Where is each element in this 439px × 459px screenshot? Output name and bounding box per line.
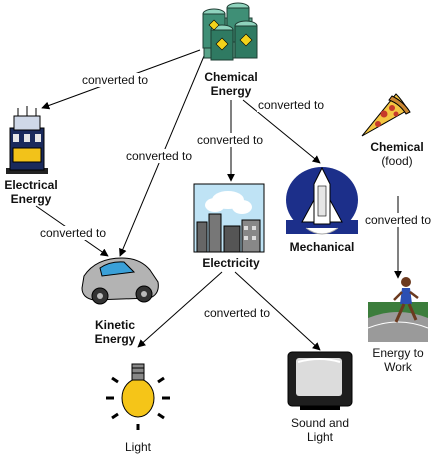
car-icon (81, 257, 159, 305)
pizza-slice-icon (361, 93, 411, 137)
edge-label-chemical-electricity: converted to (196, 133, 265, 147)
node-kinetic-energy-line2: Energy (94, 332, 136, 346)
node-energy-to-work-line1: Energy to (372, 346, 424, 360)
node-kinetic-energy-line1: Kinetic (94, 318, 135, 332)
barrels-icon (202, 2, 258, 61)
node-light-line1: Light (124, 440, 152, 454)
node-electricity: Electricity (196, 256, 266, 270)
node-chemical-energy: Chemical Energy (196, 70, 266, 98)
node-mechanical: Mechanical (284, 240, 360, 254)
node-electrical-energy-line1: Electrical (4, 178, 58, 192)
node-electricity-line1: Electricity (202, 256, 260, 270)
node-chemical-food-line1: Chemical (370, 140, 424, 154)
node-electrical-energy-line2: Energy (10, 192, 52, 206)
power-plant-icon (193, 183, 265, 253)
edge-electricity-light (137, 271, 223, 348)
node-sound-and-light: Sound and Light (280, 416, 360, 444)
edge-chemical-mechanical (242, 99, 321, 164)
node-chemical-food-line2: (food) (381, 154, 413, 168)
node-chemical-energy-line2: Energy (210, 84, 252, 98)
runner-icon (367, 277, 429, 342)
light-bulb-icon (106, 363, 170, 430)
node-sound-and-light-line1: Sound and (290, 416, 350, 430)
node-energy-to-work: Energy to Work (360, 346, 436, 374)
node-energy-to-work-line2: Work (384, 360, 412, 374)
edge-label-food-work: converted to (364, 213, 433, 227)
edge-label-electricity-outputs: converted to (203, 306, 272, 320)
node-electrical-energy: Electrical Energy (0, 178, 62, 206)
node-light: Light (118, 440, 158, 454)
edge-label-chemical-electrical: converted to (81, 73, 150, 87)
node-sound-and-light-line2: Light (306, 430, 334, 444)
edge-label-chemical-mechanical: converted to (257, 98, 326, 112)
edge-label-electrical-kinetic: converted to (39, 226, 108, 240)
power-station-icon (6, 106, 48, 174)
television-icon (287, 351, 353, 410)
node-chemical-food: Chemical (food) (360, 140, 434, 168)
node-kinetic-energy: Kinetic Energy (84, 318, 146, 346)
space-shuttle-icon (286, 166, 358, 235)
edge-electricity-sound-light (234, 271, 321, 351)
node-chemical-energy-line1: Chemical (204, 70, 258, 84)
node-mechanical-line1: Mechanical (289, 240, 355, 254)
edge-label-chemical-kinetic: converted to (125, 149, 194, 163)
